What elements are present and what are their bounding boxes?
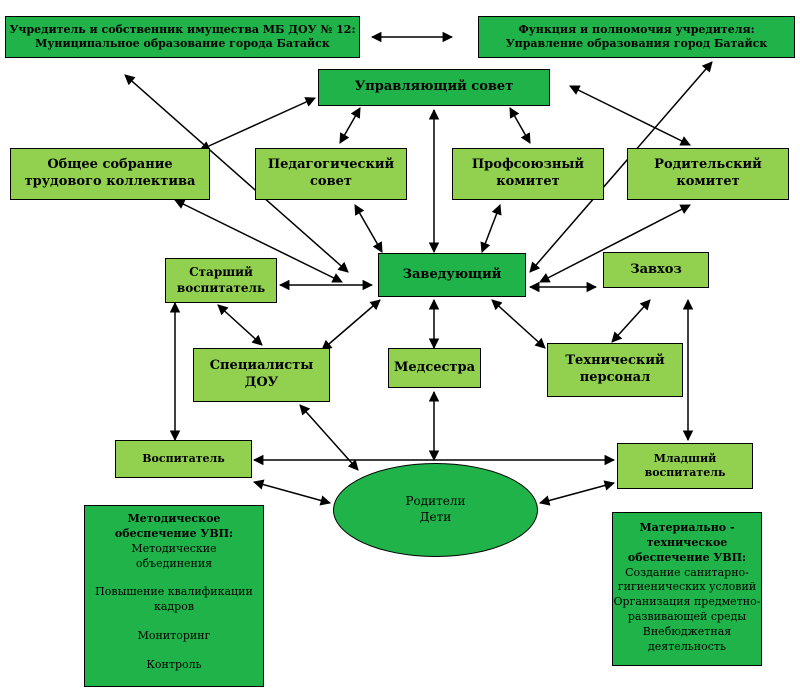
arrow-head-specialists — [321, 299, 381, 351]
material-item: Внебюджетная деятельность — [642, 624, 732, 653]
parents-children-ellipse: Родители Дети — [333, 463, 538, 557]
arrow-junior-parents — [538, 480, 616, 506]
technical-staff-box: Технический персонал — [547, 343, 683, 397]
founder-function-box: Функция и полномочия учредителя: Управле… — [478, 16, 795, 58]
arrow-meeting-head — [174, 199, 343, 283]
nurse-box: Медсестра — [388, 348, 481, 388]
arrow-supply-technical — [611, 299, 651, 343]
parents-committee-box: Родительский комитет — [627, 148, 789, 200]
general-meeting-box: Общее собрание трудового коллектива — [10, 148, 210, 200]
methodical-item: Методические объединения — [131, 541, 217, 570]
methodical-item: Мониторинг — [137, 629, 211, 643]
arrow-senior-specialists — [217, 304, 263, 346]
senior-educator-box: Старший воспитатель — [165, 258, 277, 303]
material-item: Организация предметно- развивающей среды — [613, 595, 761, 624]
material-title: Материально - техническое обеспечение УВ… — [627, 521, 747, 564]
head-box: Заведующий — [378, 253, 526, 297]
material-item: Создание санитарно- гигиенических услови… — [617, 565, 757, 594]
methodical-item: Контроль — [146, 657, 202, 671]
methodical-item: Повышение квалификации кадров — [95, 585, 253, 614]
arrow-pedagogical-council — [339, 107, 361, 144]
governing-council-box: Управляющий совет — [318, 69, 550, 106]
educator-box: Воспитатель — [115, 440, 252, 478]
arrow-parentscomm-head — [539, 204, 691, 283]
methodical-support-panel: Методическое обеспечение УВП: Методическ… — [84, 505, 264, 687]
arrow-parents-council — [569, 85, 691, 146]
pedagogical-council-box: Педагогический совет — [255, 148, 407, 200]
arrow-pedagogical-head — [354, 204, 383, 253]
junior-educator-box: Младший воспитатель — [617, 443, 753, 489]
supply-manager-box: Завхоз — [603, 252, 709, 288]
methodical-title: Методическое обеспечение УВП: — [114, 512, 234, 540]
arrow-educator-parents — [252, 479, 332, 506]
arrow-head-technical — [491, 299, 546, 349]
specialists-box: Специалисты ДОУ — [193, 348, 330, 402]
arrow-union-council — [509, 107, 531, 144]
arrow-meeting-council — [199, 97, 316, 151]
material-support-panel: Материально - техническое обеспечение УВ… — [612, 512, 762, 666]
trade-union-box: Профсоюзный комитет — [452, 148, 604, 200]
founder-box: Учредитель и собственник имущества МБ ДО… — [5, 16, 360, 58]
arrow-union-head — [480, 204, 502, 253]
